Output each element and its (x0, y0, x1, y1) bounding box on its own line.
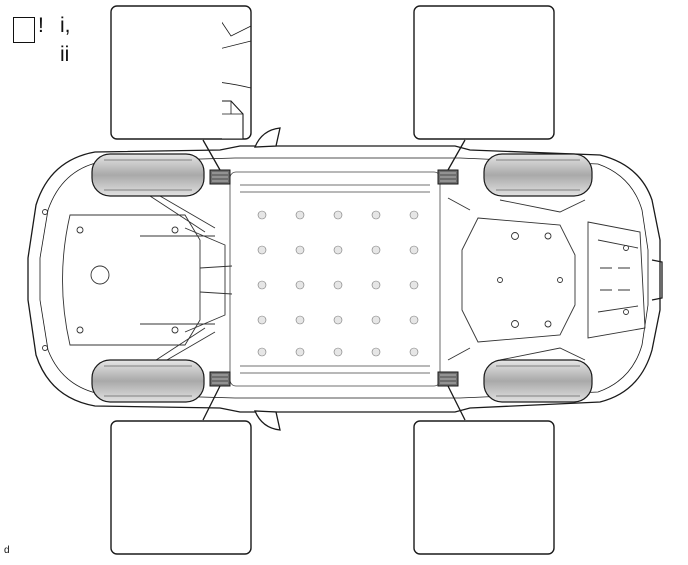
vehicle-body (27, 127, 663, 431)
callout-frame (110, 420, 252, 555)
callout-rear-left (413, 5, 555, 140)
jack-points (209, 169, 459, 387)
figure-code: d (4, 545, 10, 556)
legend-line-1: i, (60, 14, 71, 37)
leader-lines (202, 139, 466, 421)
body-inner-outline (39, 157, 649, 399)
callout-front-right (110, 420, 252, 555)
floor-pan-panel (229, 171, 441, 387)
legend-line-2: ii (60, 43, 70, 66)
leader-front-left (202, 139, 221, 171)
leader-front-right (202, 385, 221, 421)
front-bolts (42, 209, 179, 351)
front-lower-arm-left (149, 195, 216, 233)
wheels (91, 153, 593, 403)
fuel-tank-edge (447, 197, 471, 361)
body-outline (27, 145, 661, 413)
front-subframe (42, 195, 233, 365)
floor-pan (229, 171, 441, 387)
bumper-edge (651, 259, 663, 301)
rear-strut-marks (600, 267, 630, 291)
rear-arm-lower (499, 347, 586, 361)
wheel-rear-left (483, 153, 593, 197)
wheel-front-right (91, 359, 205, 403)
rear-bolts (497, 232, 629, 328)
callout-group (110, 5, 555, 555)
legend-symbol-box (13, 17, 35, 43)
rear-heat-shield (597, 239, 639, 313)
rear-arm-upper (499, 199, 586, 213)
legend-symbol: ! (38, 14, 44, 37)
floor-rib-bottom (240, 365, 430, 374)
mirror-right (254, 410, 281, 431)
wheel-front-left (91, 153, 205, 197)
rear-crossmember (461, 217, 576, 343)
mirror-left (254, 127, 281, 148)
leader-rear-left (447, 139, 466, 171)
callout-frame (413, 420, 555, 555)
callout-sill-edge (222, 80, 252, 89)
rear-spare-well (587, 221, 646, 339)
rear-subframe (447, 197, 646, 361)
callout-rear-right (413, 420, 555, 555)
drain-plug (90, 265, 110, 285)
callout-frame (413, 5, 555, 140)
callout-front-left (110, 5, 252, 140)
leader-rear-right (447, 385, 466, 421)
front-lower-arm-right (149, 327, 216, 365)
exhaust-front (199, 265, 233, 295)
floor-rib-top (240, 184, 430, 193)
steering-rack (140, 235, 215, 325)
callout-frame (110, 5, 252, 140)
front-crossmember (184, 227, 226, 333)
wheel-rear-right (483, 359, 593, 403)
floor-dimples (257, 210, 419, 357)
callout-lift-arm-edges (222, 101, 243, 115)
